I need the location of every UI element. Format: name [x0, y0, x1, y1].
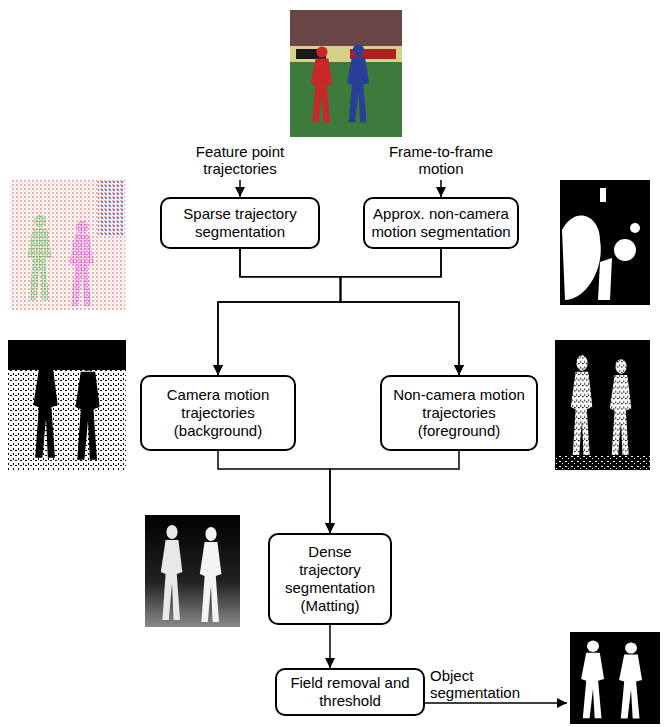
trajectory-image	[10, 180, 125, 310]
result-mask	[570, 632, 660, 724]
process-box: Field removal and threshold	[275, 668, 425, 716]
flow-arrow	[218, 249, 441, 375]
box-text: Non-camera motion trajectories (foregrou…	[388, 386, 530, 440]
box-text: Field removal and threshold	[283, 674, 417, 710]
silhouette	[610, 359, 632, 459]
mask-blob	[630, 223, 640, 233]
background-mask	[8, 340, 126, 470]
red-player	[311, 46, 333, 122]
flow-arrow	[218, 451, 330, 533]
input-label: Feature point trajectories	[175, 143, 305, 177]
blue-dots	[98, 180, 125, 235]
output-arrow	[425, 702, 567, 704]
crowd	[290, 10, 402, 46]
box-text: Dense trajectory segmentation (Matting)	[276, 543, 384, 615]
box-text: Approx. non-camera motion segmentation	[371, 205, 511, 241]
mask-ground	[555, 340, 650, 470]
foreground-mask	[555, 340, 650, 470]
silhouette	[571, 355, 593, 460]
process-box: Approx. non-camera motion segmentation	[363, 197, 519, 249]
silhouette	[75, 355, 99, 460]
mask-ground	[570, 632, 660, 724]
banner	[290, 46, 402, 62]
silhouette	[619, 642, 642, 718]
box-text: Camera motion trajectories (background)	[148, 386, 288, 440]
process-box: Sparse trajectory segmentation	[160, 197, 320, 249]
mask-band	[8, 340, 126, 370]
background-dots	[10, 180, 125, 310]
silhouette	[581, 640, 604, 718]
matte-figure	[200, 527, 222, 622]
field	[290, 10, 402, 137]
input-label: Frame-to-frame motion	[376, 143, 506, 177]
flow-arrow	[330, 451, 459, 533]
box-text: Sparse trajectory segmentation	[168, 205, 312, 241]
mask-blob	[598, 258, 612, 300]
process-box: Dense trajectory segmentation (Matting)	[268, 533, 392, 625]
matte-figure	[161, 525, 183, 620]
matte-ground	[145, 515, 240, 627]
process-box: Camera motion trajectories (background)	[140, 375, 296, 451]
process-box: Non-camera motion trajectories (foregrou…	[380, 375, 538, 451]
flow-arrow	[341, 249, 460, 375]
flow-arrow	[218, 249, 341, 375]
mask-ground	[8, 340, 126, 470]
noise-band	[555, 455, 650, 470]
mask-blob	[614, 239, 636, 261]
matting-image	[145, 515, 240, 627]
magenta-figure	[69, 221, 93, 307]
input-arrow	[239, 180, 241, 197]
input-label: Object segmentation	[430, 667, 550, 701]
blue-player	[347, 44, 369, 122]
mask-blob	[600, 188, 606, 202]
motion-mask	[560, 180, 650, 305]
flow-arrow	[329, 625, 331, 668]
mask-blob	[562, 216, 601, 300]
silhouette	[33, 353, 57, 458]
mask-ground	[560, 180, 650, 305]
video-frame	[290, 10, 402, 137]
green-figure	[27, 215, 51, 301]
flow-arrow	[240, 249, 459, 375]
input-arrow	[440, 180, 442, 197]
